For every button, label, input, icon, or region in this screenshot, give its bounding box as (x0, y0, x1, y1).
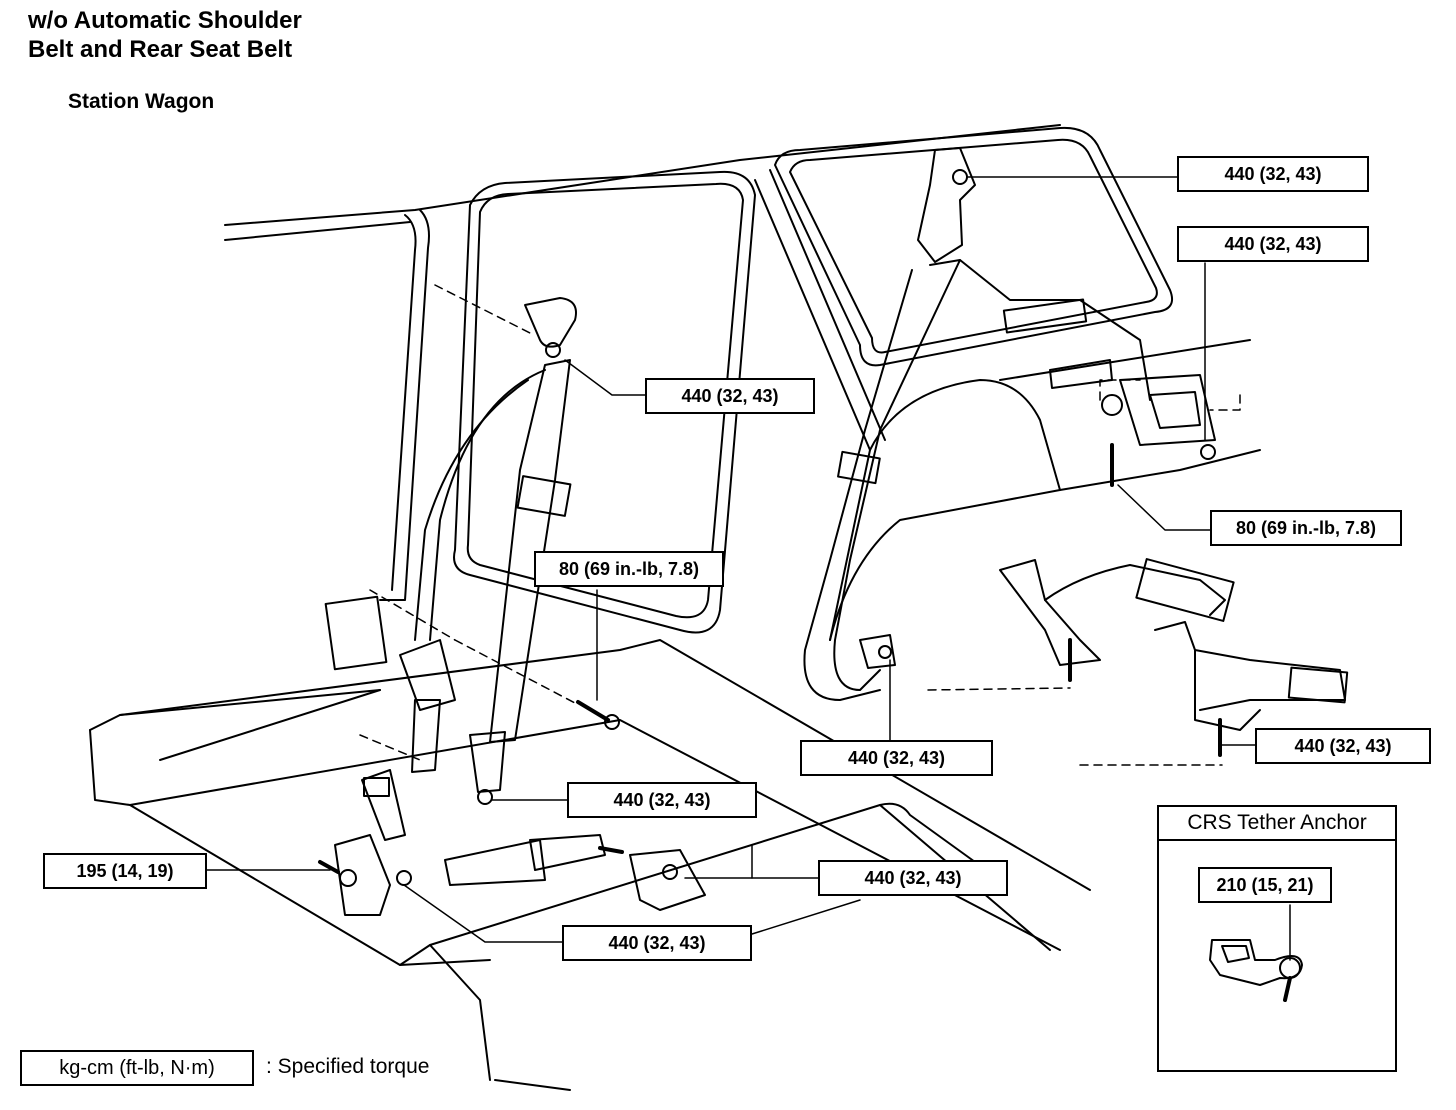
diagram-subtitle: Station Wagon (68, 90, 215, 113)
title-line-1: w/o Automatic Shoulder (28, 7, 302, 34)
torque-label-rear-buckle-anchor: 440 (32, 43) (1255, 728, 1431, 764)
torque-label-rear-retractor-bolt: 80 (69 in.-lb, 7.8) (1210, 510, 1402, 546)
dashed-lines (359, 284, 1241, 766)
torque-label-seat-buckle-bolt: 440 (32, 43) (562, 925, 752, 961)
torque-label-crs-tether: 210 (15, 21) (1198, 867, 1332, 903)
rear-seat-belt (803, 147, 1216, 701)
torque-label-rear-floor-anchor: 440 (32, 43) (800, 740, 993, 776)
leader-lines (206, 176, 1291, 961)
vehicle-body (89, 124, 1261, 1091)
torque-label-front-floor-anchor: 440 (32, 43) (567, 782, 757, 818)
torque-label-seat-side-anchor: 440 (32, 43) (818, 860, 1008, 896)
torque-label-front-shoulder-anchor: 440 (32, 43) (645, 378, 815, 414)
crs-panel-title: CRS Tether Anchor (1159, 807, 1395, 841)
title-line-2: Belt and Rear Seat Belt (28, 36, 293, 63)
diagram-title: w/o Automatic Shoulder Belt and Rear Sea… (28, 6, 302, 64)
torque-label-rear-retractor-top: 440 (32, 43) (1177, 226, 1369, 262)
seat-buckle (318, 769, 706, 916)
legend-description: : Specified torque (266, 1055, 430, 1078)
crs-tether-anchor-panel: CRS Tether Anchor (1157, 805, 1397, 1072)
rear-buckles (999, 558, 1349, 757)
tether-anchor-bracket (1209, 939, 1303, 1002)
torque-label-front-retractor-bolt: 80 (69 in.-lb, 7.8) (534, 551, 724, 587)
torque-label-seat-buckle-mount: 195 (14, 19) (43, 853, 207, 889)
torque-label-upper-rear-anchor: 440 (32, 43) (1177, 156, 1369, 192)
front-seat-belt (399, 297, 620, 805)
torque-units-legend: kg-cm (ft-lb, N·m) (20, 1050, 254, 1086)
